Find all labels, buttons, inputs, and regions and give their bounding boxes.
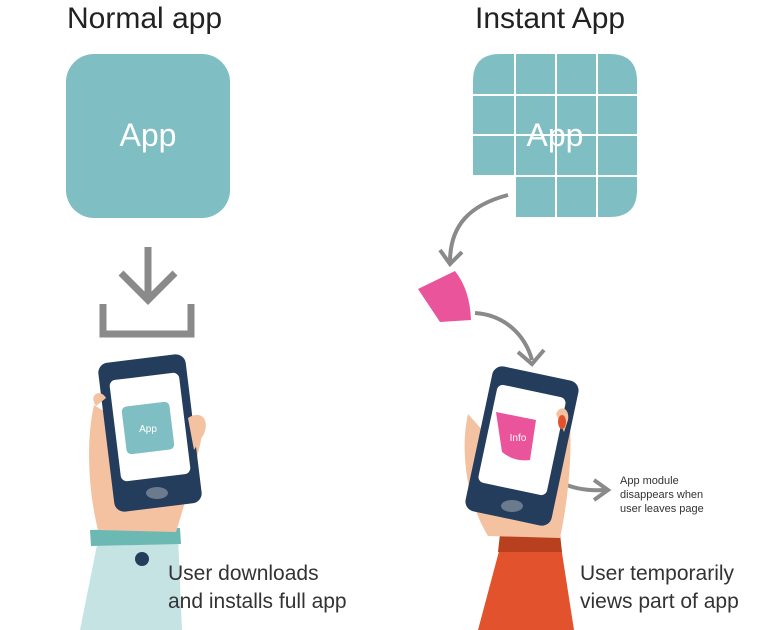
- instant-app-title: Instant App: [475, 2, 626, 35]
- caption-line: User temporarily: [580, 562, 735, 585]
- caption-line: User downloads: [168, 562, 319, 585]
- left-hand-phone: App: [80, 354, 206, 630]
- right-hand-phone: Info: [464, 366, 579, 630]
- caption-line: and installs full app: [168, 590, 347, 613]
- instant-app-caption: User temporarily views part of app: [580, 560, 739, 616]
- fingernail-icon: [558, 415, 566, 429]
- cufflink-icon: [135, 552, 149, 566]
- module-note: App module disappears when user leaves p…: [620, 474, 704, 516]
- arrow-to-piece: [448, 193, 509, 263]
- phone-module-label: Info: [510, 433, 527, 444]
- normal-app-tile-label: App: [120, 117, 177, 153]
- instant-app-tile: App: [473, 54, 637, 217]
- normal-app-title: Normal app: [67, 2, 223, 35]
- download-icon: [99, 247, 195, 338]
- instant-app-tile-label: App: [527, 117, 584, 153]
- note-line: user leaves page: [620, 503, 704, 515]
- normal-app-caption: User downloads and installs full app: [168, 560, 347, 616]
- caption-line: views part of app: [580, 590, 739, 613]
- module-piece: [418, 271, 471, 322]
- note-line: App module: [620, 475, 679, 487]
- arrow-to-phone: [474, 311, 534, 361]
- phone-app-label: App: [139, 424, 157, 435]
- normal-app-tile: App: [66, 54, 230, 218]
- note-line: disappears when: [620, 489, 704, 501]
